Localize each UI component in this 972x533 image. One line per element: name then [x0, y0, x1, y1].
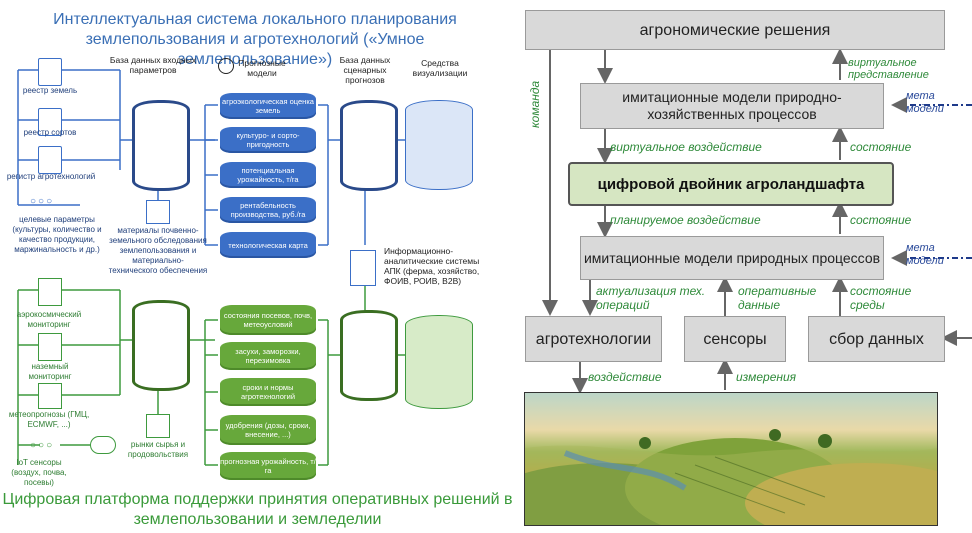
scenario-database-icon [340, 100, 398, 191]
forecast-database-icon [340, 310, 398, 401]
input-db-header: База данных входных параметров [109, 55, 197, 75]
server-icon [38, 333, 62, 361]
server-icon [38, 108, 62, 136]
server-icon [146, 414, 170, 438]
agrotech-box: агротехнологии [525, 316, 662, 362]
model-pill: сроки и нормы агротехнологий [220, 378, 316, 406]
model-pill: прогнозная урожайность, т/га [220, 452, 316, 480]
scenario-db-header: База данных сценарных прогнозов [339, 55, 391, 85]
input-database-icon [132, 100, 190, 191]
operational-data-label: оперативные данные [738, 284, 817, 312]
left-bottom-title: Цифровая платформа поддержки принятия оп… [2, 491, 513, 528]
survey-materials-label: материалы почвенно-земельного обследован… [108, 226, 208, 275]
env-state-label: состояние среды [850, 284, 912, 312]
command-label: команда [528, 80, 542, 128]
markets-label: рынки сырья и продовольствия [127, 440, 189, 459]
network-icon: ○○○ [30, 440, 55, 451]
agro-decisions-box: агрономические решения [525, 10, 945, 50]
viz-header: Средства визуализации [412, 58, 468, 78]
server-icon [146, 200, 170, 224]
visualization-icon [405, 315, 473, 409]
model-pill: потенциальная урожайность, т/га [220, 162, 316, 188]
model-pill: рентабельность производства, руб./га [220, 197, 316, 223]
source-label: реестр сортов [23, 128, 77, 137]
model-pill: культуро- и сорто-пригодность [220, 127, 316, 153]
state-label: состояние [850, 140, 912, 154]
visualization-icon [405, 100, 473, 190]
left-connectors [17, 69, 405, 466]
left-title: Интеллектуальная система локального план… [53, 11, 457, 68]
planned-impact-label: планируемое воздействие [610, 213, 761, 227]
meta-models-label: мета модели [906, 242, 944, 267]
source-label: наземный мониторинг [28, 362, 72, 381]
server-icon [38, 383, 62, 409]
server-icon [38, 58, 62, 86]
source-label: аэрокосмический мониторинг [16, 310, 82, 329]
sim-nat-econ-box: имитационные модели природно-хозяйственн… [580, 83, 884, 129]
server-icon [350, 250, 376, 286]
virtual-representation-label: виртуальное представление [848, 57, 929, 81]
server-icon [38, 146, 62, 174]
model-pill: состояния посевов, почв, метеоусловий [220, 305, 316, 335]
models-header: Прогнозные модели [238, 58, 286, 78]
source-label: реестр земель [22, 86, 78, 95]
monitoring-database-icon [132, 300, 190, 391]
meta-models-label: мета модели [906, 90, 944, 115]
sensors-box: сенсоры [684, 316, 786, 362]
agrolandscape-image [524, 392, 938, 526]
info-systems-label: Информационно-аналитические системы АПК … [384, 246, 480, 286]
model-pill: удобрения (дозы, сроки, внесение, ...) [220, 415, 316, 445]
cloud-icon [90, 436, 116, 454]
server-icon [38, 278, 62, 306]
impact-label: воздействие [588, 370, 662, 384]
model-pill: технологическая карта [220, 232, 316, 258]
virtual-impact-label: виртуальное воздействие [610, 140, 762, 154]
sim-nat-box: имитационные модели природных процессов [580, 236, 884, 280]
actualization-label: актуализация тех. операций [596, 284, 706, 312]
source-label: регистр агротехнологий [6, 172, 96, 181]
state-label: состояние [850, 213, 912, 227]
network-icon: ○○○ [30, 196, 55, 207]
digital-twin-box: цифровой двойник агроландшафта [568, 162, 894, 206]
gauge-icon [218, 58, 234, 74]
target-params-label: целевые параметры (культуры, количество … [12, 215, 102, 254]
measurements-label: измерения [736, 370, 797, 384]
right-arrows [542, 48, 972, 394]
source-label: IoT сенсоры (воздух, почва, посевы) [11, 458, 67, 487]
model-pill: агроэкологическая оценка земель [220, 93, 316, 119]
model-pill: засухи, заморозки, перезимовка [220, 342, 316, 370]
source-label: метеопрогнозы (ГМЦ, ECMWF, ...) [8, 410, 90, 429]
data-collection-box: сбор данных [808, 316, 945, 362]
